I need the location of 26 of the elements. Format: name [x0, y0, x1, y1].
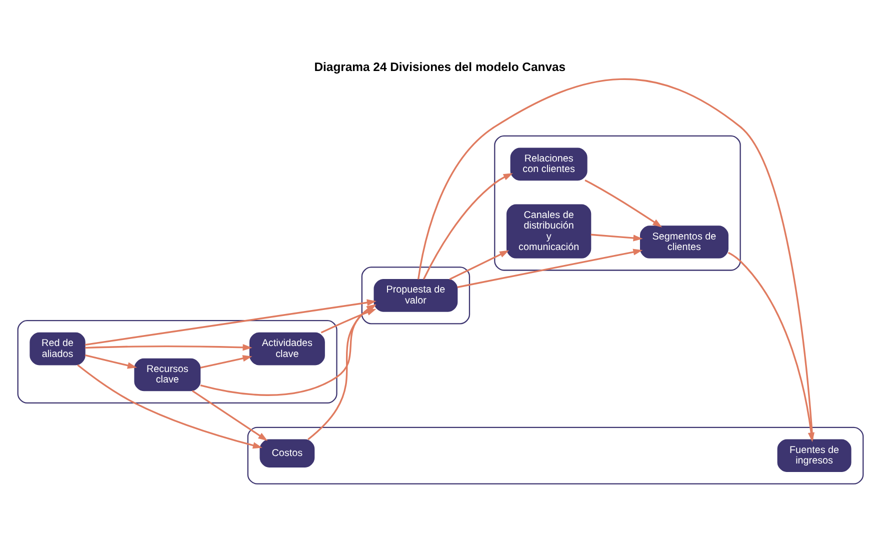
node-box: Red de aliados — [30, 332, 86, 365]
arrow — [84, 354, 138, 368]
arrow — [77, 364, 262, 448]
node-box: Actividades clave — [249, 332, 325, 365]
cluster — [247, 426, 864, 484]
node-box: Propuesta de valor — [374, 278, 458, 312]
arrow — [192, 390, 268, 440]
arrow — [449, 250, 510, 280]
arrow — [422, 172, 513, 280]
connector — [418, 78, 814, 440]
arrow — [728, 251, 814, 442]
node-box: Costos — [260, 438, 315, 467]
arrow — [457, 248, 643, 288]
node-box: Relaciones con clientes — [510, 147, 588, 180]
node-box: Canales de distribución y comunicación — [506, 204, 592, 258]
arrow — [85, 344, 252, 350]
node-box: Segmentos de clientes — [640, 225, 728, 258]
node-box: Recursos clave — [134, 358, 201, 391]
arrow — [200, 354, 252, 368]
diagram-title: Diagrama 24 Divisiones del modelo Canvas — [314, 60, 566, 74]
arrow — [590, 233, 643, 241]
cluster — [17, 320, 338, 404]
node-box: Fuentes de ingresos — [777, 438, 852, 472]
cluster — [494, 134, 741, 270]
arrow — [584, 179, 662, 227]
cluster — [361, 266, 470, 324]
